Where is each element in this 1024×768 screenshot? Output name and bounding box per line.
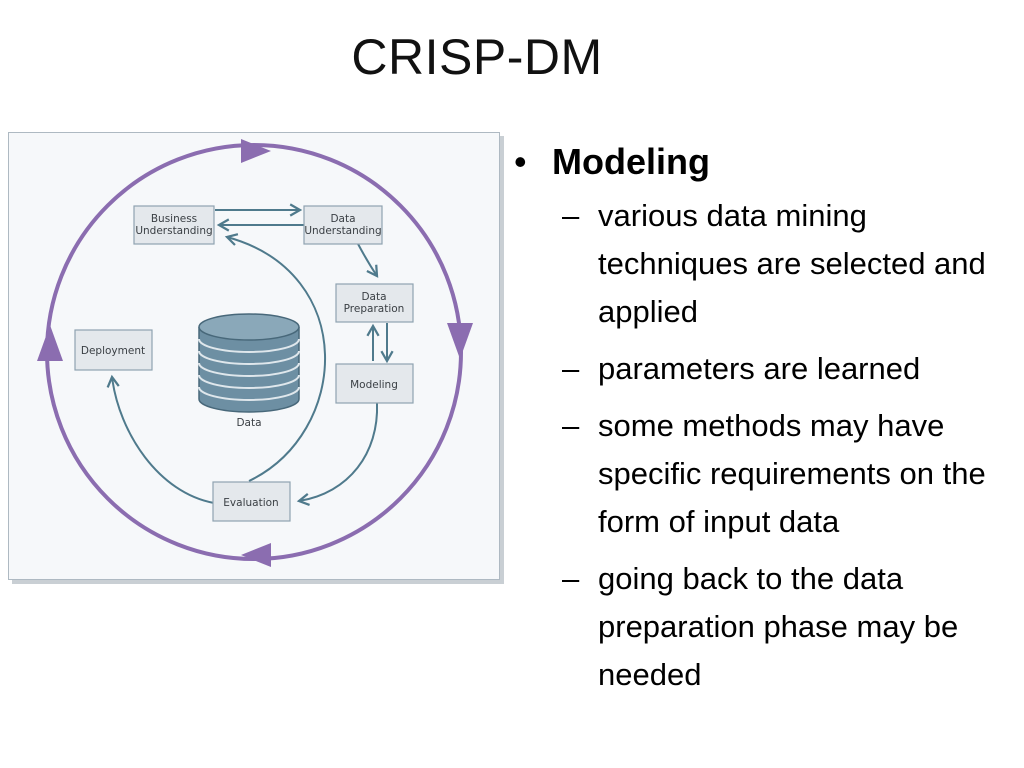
phase-label-line: Understanding: [135, 225, 212, 237]
slide-title: CRISP-DM: [351, 29, 603, 85]
sub-bullet-list: – various data mining techniques are sel…: [514, 192, 1014, 699]
dash-icon: –: [562, 408, 580, 443]
flow-eval-to-bu: [224, 233, 327, 482]
sub-bullet-text: various data mining techniques are selec…: [598, 198, 986, 329]
sub-bullet: – parameters are learned: [562, 345, 1014, 393]
sub-bullet: – some methods may have specific require…: [562, 402, 1014, 546]
sub-bullet-text: parameters are learned: [598, 351, 921, 386]
data-label: Data: [236, 417, 261, 429]
cycle-arrow-bottom: [241, 543, 271, 567]
phase-business-understanding: Business Understanding: [133, 205, 215, 245]
dash-icon: –: [562, 198, 580, 233]
cycle-arrow-top: [241, 139, 271, 163]
bullet-list: • Modeling – various data mining techniq…: [514, 140, 1014, 708]
flow-eval-to-deploy: [106, 374, 215, 504]
sub-bullet: – going back to the data preparation pha…: [562, 555, 1014, 699]
database-icon: [198, 313, 300, 413]
flow-mod-to-eval: [296, 402, 379, 507]
sub-bullet-text: going back to the data preparation phase…: [598, 561, 959, 692]
dash-icon: –: [562, 561, 580, 596]
diagram-svg: Business Understanding Data Understandin…: [37, 139, 473, 567]
bullet-dot-icon: •: [514, 141, 527, 182]
main-bullet-text: Modeling: [552, 141, 710, 182]
phase-label-line: Deployment: [81, 345, 145, 357]
phase-label-line: Data: [361, 291, 386, 303]
sub-bullet-text: some methods may have specific requireme…: [598, 408, 986, 539]
flow-du-to-dp: [356, 241, 379, 278]
phase-deployment: Deployment: [74, 329, 153, 371]
phase-label-line: Modeling: [350, 379, 398, 391]
cycle-arrow-right: [447, 323, 473, 359]
sub-bullet: – various data mining techniques are sel…: [562, 192, 1014, 336]
phase-modeling: Modeling: [335, 363, 414, 404]
main-bullet: • Modeling: [514, 140, 1014, 184]
phase-data-preparation: Data Preparation: [335, 283, 414, 323]
cycle-arrow-left: [37, 325, 63, 361]
phase-evaluation: Evaluation: [212, 481, 291, 522]
phase-label-line: Data: [330, 213, 355, 225]
crisp-dm-diagram: Business Understanding Data Understandin…: [8, 132, 500, 580]
phase-label-line: Business: [151, 213, 197, 225]
phase-label-line: Evaluation: [223, 497, 278, 509]
phase-data-understanding: Data Understanding: [303, 205, 383, 245]
phase-label-line: Preparation: [344, 303, 405, 315]
dash-icon: –: [562, 351, 580, 386]
phase-label-line: Understanding: [304, 225, 381, 237]
